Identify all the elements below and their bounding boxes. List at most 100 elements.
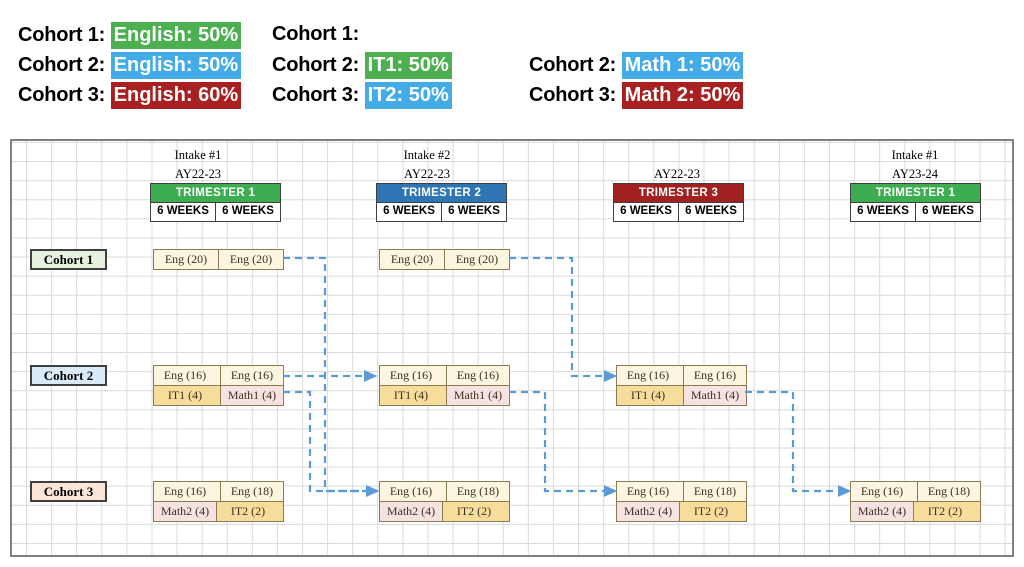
- intake-label-1: Intake #1: [174, 148, 222, 162]
- course-block-c1-t1: Eng (20) Eng (20): [153, 249, 284, 270]
- course-row-bottom: Math2 (4) IT2 (2): [617, 501, 746, 521]
- course-block-c3-t3: Eng (16) Eng (18) Math2 (4) IT2 (2): [616, 481, 747, 522]
- weeks-cell: 6 WEEKS: [915, 203, 980, 221]
- legend-chip: IT2: 50%: [364, 82, 452, 109]
- weeks-cell: 6 WEEKS: [157, 205, 209, 217]
- legend-label: Cohort 3:: [272, 84, 360, 106]
- course-cell: Eng (16): [617, 482, 683, 501]
- ay-label-3: AY22-23: [653, 167, 701, 181]
- course-cell: Eng (20): [444, 250, 509, 269]
- course-block-c1-t2: Eng (20) Eng (20): [379, 249, 510, 270]
- course-block-c2-t3: Eng (16) Eng (16) IT1 (4) Math1 (4): [616, 365, 747, 406]
- trimester-weeks: 6 WEEKS 6 WEEKS: [851, 202, 980, 221]
- legend-chip: Math 1: 50%: [621, 52, 744, 79]
- trimester-weeks: 6 WEEKS 6 WEEKS: [377, 202, 506, 221]
- course-block-c3-t4: Eng (16) Eng (18) Math2 (4) IT2 (2): [850, 481, 981, 522]
- ay-label-4: AY23-24: [891, 167, 939, 181]
- course-cell: IT1 (4): [617, 386, 683, 405]
- course-cell: Math1 (4): [683, 386, 746, 405]
- course-cell: Eng (18): [917, 482, 980, 501]
- course-row-top: Eng (16) Eng (16): [154, 366, 283, 385]
- course-cell: IT2 (2): [442, 502, 509, 521]
- legend: Cohort 1: English: 50% Cohort 2: English…: [0, 0, 1024, 126]
- course-cell: IT1 (4): [154, 386, 220, 405]
- intake-label-2: Intake #2: [403, 148, 451, 162]
- trimester-weeks: 6 WEEKS 6 WEEKS: [614, 202, 743, 221]
- course-cell: Eng (16): [683, 366, 746, 385]
- course-row-bottom: IT1 (4) Math1 (4): [154, 385, 283, 405]
- course-cell: Eng (20): [380, 250, 444, 269]
- legend-row-7: Cohort 3: Math 2: 50%: [529, 82, 744, 109]
- cohort-tag-3: Cohort 3: [30, 481, 107, 502]
- course-block-c2-t2: Eng (16) Eng (16) IT1 (4) Math1 (4): [379, 365, 510, 406]
- trimester-header-1: TRIMESTER 1 6 WEEKS 6 WEEKS: [150, 183, 281, 222]
- course-block-c3-t2: Eng (16) Eng (18) Math2 (4) IT2 (2): [379, 481, 510, 522]
- trimester-weeks: 6 WEEKS 6 WEEKS: [151, 202, 280, 221]
- legend-row-3: Cohort 1:: [272, 22, 359, 46]
- course-cell: IT2 (2): [913, 502, 980, 521]
- legend-chip: Math 2: 50%: [621, 82, 744, 109]
- legend-row-5: Cohort 3: IT2: 50%: [272, 82, 452, 109]
- course-cell: Eng (16): [617, 366, 683, 385]
- course-cell: Eng (16): [851, 482, 917, 501]
- legend-row-2: Cohort 3: English: 60%: [18, 82, 242, 109]
- course-cell: Eng (16): [220, 366, 283, 385]
- course-cell: Eng (16): [154, 366, 220, 385]
- course-row-top: Eng (16) Eng (18): [851, 482, 980, 501]
- course-row-bottom: IT1 (4) Math1 (4): [617, 385, 746, 405]
- legend-chip: English: 50%: [110, 22, 242, 49]
- course-cell: Eng (18): [683, 482, 746, 501]
- legend-label: Cohort 3:: [529, 84, 617, 106]
- ay-label-1: AY22-23: [174, 167, 222, 181]
- course-row-bottom: Math2 (4) IT2 (2): [851, 501, 980, 521]
- legend-row-1: Cohort 2: English: 50%: [18, 52, 242, 79]
- cohort-tag-2: Cohort 2: [30, 365, 107, 386]
- legend-row-0: Cohort 1: English: 50%: [18, 22, 242, 49]
- trimester-header-3: TRIMESTER 3 6 WEEKS 6 WEEKS: [613, 183, 744, 222]
- course-cell: IT2 (2): [679, 502, 746, 521]
- trimester-band: TRIMESTER 2: [377, 184, 506, 202]
- legend-chip: English: 60%: [110, 82, 242, 109]
- legend-label: Cohort 1:: [272, 23, 360, 45]
- ay-label-2: AY22-23: [403, 167, 451, 181]
- course-cell: Eng (16): [446, 366, 509, 385]
- course-cell: IT1 (4): [380, 386, 446, 405]
- course-cell: Math2 (4): [617, 502, 679, 521]
- gantt-chart: Intake #1 AY22-23 TRIMESTER 1 6 WEEKS 6 …: [10, 139, 1014, 557]
- weeks-cell: 6 WEEKS: [678, 203, 743, 221]
- course-block-c2-t1: Eng (16) Eng (16) IT1 (4) Math1 (4): [153, 365, 284, 406]
- trimester-band: TRIMESTER 3: [614, 184, 743, 202]
- trimester-header-4: TRIMESTER 1 6 WEEKS 6 WEEKS: [850, 183, 981, 222]
- course-block-c3-t1: Eng (16) Eng (18) Math2 (4) IT2 (2): [153, 481, 284, 522]
- weeks-cell: 6 WEEKS: [383, 205, 435, 217]
- course-row-top: Eng (16) Eng (16): [380, 366, 509, 385]
- course-cell: Math1 (4): [220, 386, 283, 405]
- legend-row-4: Cohort 2: IT1: 50%: [272, 52, 452, 79]
- course-cell: Math2 (4): [380, 502, 442, 521]
- course-cell: Eng (16): [154, 482, 220, 501]
- cohort-tag-1: Cohort 1: [30, 249, 107, 270]
- course-row-bottom: IT1 (4) Math1 (4): [380, 385, 509, 405]
- course-cell: Eng (20): [218, 250, 283, 269]
- legend-chip: IT1: 50%: [364, 52, 452, 79]
- course-cell: Eng (18): [446, 482, 509, 501]
- course-cell: Math2 (4): [851, 502, 913, 521]
- weeks-cell: 6 WEEKS: [215, 203, 280, 221]
- course-cell: Math2 (4): [154, 502, 216, 521]
- trimester-band: TRIMESTER 1: [851, 184, 980, 202]
- course-row-top: Eng (16) Eng (18): [380, 482, 509, 501]
- intake-label-4: Intake #1: [891, 148, 939, 162]
- course-row-top: Eng (16) Eng (16): [617, 366, 746, 385]
- legend-label: Cohort 3:: [18, 84, 106, 106]
- course-row-top: Eng (16) Eng (18): [617, 482, 746, 501]
- legend-label: Cohort 2:: [272, 54, 360, 76]
- course-cell: Eng (16): [380, 482, 446, 501]
- course-row-bottom: Math2 (4) IT2 (2): [380, 501, 509, 521]
- weeks-cell: 6 WEEKS: [620, 205, 672, 217]
- course-cell: Eng (20): [154, 250, 218, 269]
- weeks-cell: 6 WEEKS: [441, 203, 506, 221]
- legend-row-6: Cohort 2: Math 1: 50%: [529, 52, 744, 79]
- course-cell: IT2 (2): [216, 502, 283, 521]
- legend-label: Cohort 2:: [18, 54, 106, 76]
- weeks-cell: 6 WEEKS: [857, 205, 909, 217]
